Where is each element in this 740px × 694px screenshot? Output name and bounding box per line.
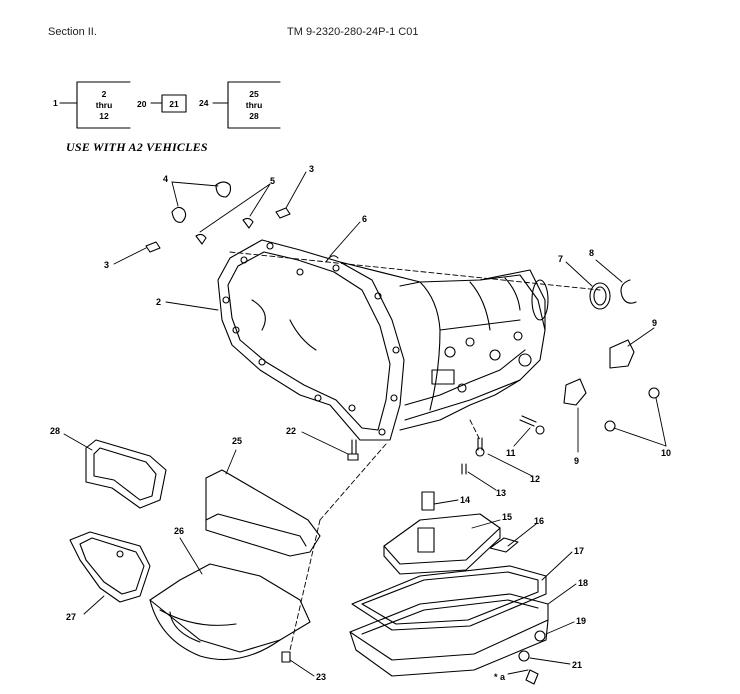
- callout-14: 14: [460, 495, 470, 505]
- legend-1-line1: 2: [102, 89, 107, 99]
- legend-3-line2: thru: [246, 100, 263, 110]
- callout-12: 12: [530, 474, 540, 484]
- shift-levers: [563, 339, 660, 432]
- legend-1-line3: 12: [99, 111, 109, 121]
- seal-rings: [589, 279, 637, 310]
- callout-25: 25: [232, 436, 242, 446]
- callout-9-top: 9: [652, 318, 657, 328]
- callout-17: 17: [574, 546, 584, 556]
- usage-note: USE WITH A2 VEHICLES: [66, 140, 208, 154]
- gasket-28: [85, 439, 167, 509]
- callout-16: 16: [534, 516, 544, 526]
- callout-11: 11: [506, 448, 516, 458]
- cover-plate-25: [205, 469, 321, 557]
- transmission-case: [217, 239, 549, 441]
- legend-20-ref: 20: [137, 99, 147, 109]
- legend-group-1: 1 2 thru 12: [53, 81, 131, 129]
- callout-19: 19: [576, 616, 586, 626]
- callout-22: 22: [286, 426, 296, 436]
- pan-gasket: [351, 565, 547, 631]
- callout-13: 13: [496, 488, 506, 498]
- legend-group-3: 24 25 thru 28: [199, 81, 281, 129]
- legend-24-ref: 24: [199, 98, 209, 108]
- callout-a: * a: [494, 672, 506, 682]
- bolts: [347, 415, 545, 475]
- callout-8: 8: [589, 248, 594, 258]
- callout-23: 23: [316, 672, 326, 682]
- callout-21: 21: [572, 660, 582, 670]
- legend-1-ref: 1: [53, 98, 58, 108]
- callout-3-left: 3: [104, 260, 109, 270]
- legend-3-line1: 25: [249, 89, 259, 99]
- callout-6: 6: [362, 214, 367, 224]
- callout-10: 10: [661, 448, 671, 458]
- dust-shield-26: [149, 563, 311, 661]
- callout-18: 18: [578, 578, 588, 588]
- callout-28: 28: [50, 426, 60, 436]
- oil-pan: [349, 593, 549, 685]
- callout-7: 7: [558, 254, 563, 264]
- callout-9-bottom: 9: [574, 456, 579, 466]
- legend-group-2: 20 21: [137, 94, 187, 113]
- legend-3-line3: 28: [249, 111, 259, 121]
- cover-27: [69, 531, 151, 603]
- callout-4: 4: [163, 174, 168, 184]
- tm-number: TM 9-2320-280-24P-1 C01: [287, 26, 419, 38]
- bolt-23: [281, 651, 291, 663]
- callout-26: 26: [174, 526, 184, 536]
- callout-3-top: 3: [309, 164, 314, 174]
- callout-5: 5: [270, 176, 275, 186]
- mount-brackets: [145, 181, 339, 263]
- legend-1-line2: thru: [96, 100, 113, 110]
- callout-2: 2: [156, 297, 161, 307]
- leader-lines: [63, 171, 667, 677]
- legend-21-value: 21: [169, 99, 179, 109]
- callout-27: 27: [66, 612, 76, 622]
- section-label: Section II.: [48, 26, 97, 38]
- callout-15: 15: [502, 512, 512, 522]
- oil-filter: [383, 491, 519, 575]
